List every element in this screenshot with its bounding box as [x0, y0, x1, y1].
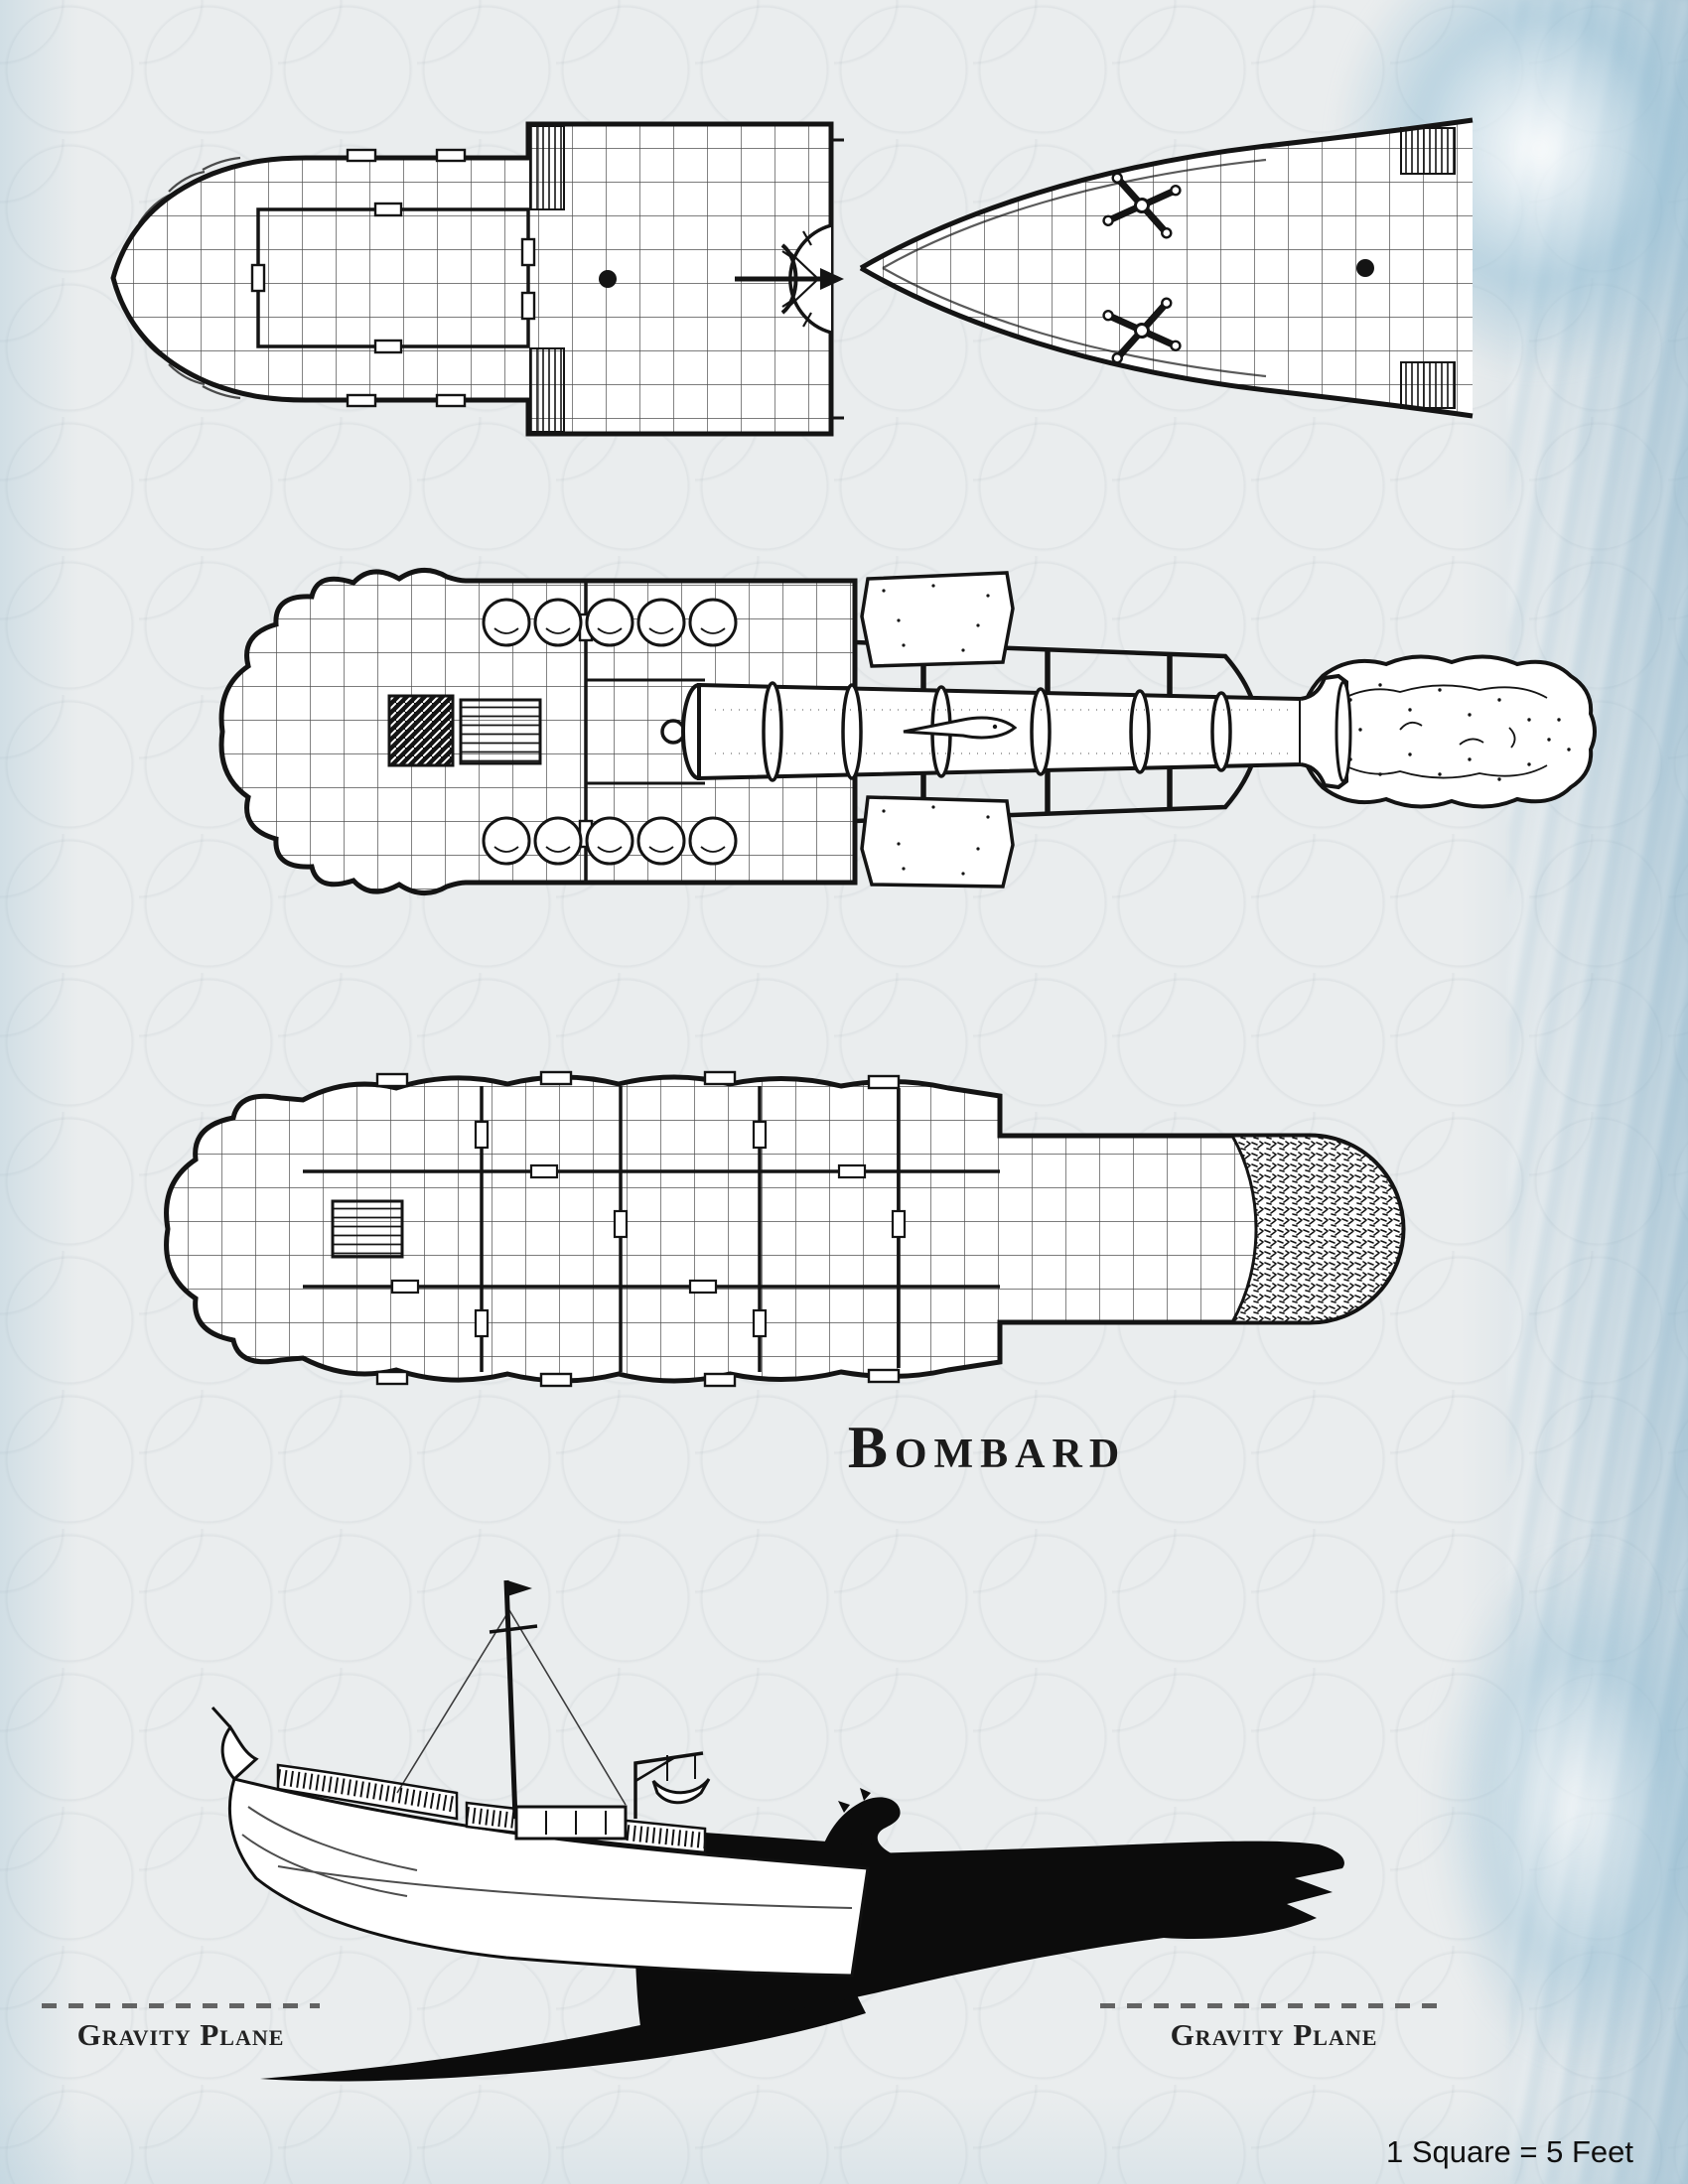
bombard-cannon	[660, 673, 1352, 790]
companionway-hatch	[387, 694, 542, 767]
deckhouse	[514, 1805, 628, 1841]
mount-slab-bottom	[860, 795, 1015, 888]
aft-upper-deck-plan	[110, 121, 844, 437]
cabin-walls	[250, 202, 536, 354]
lower-deck-plan	[164, 1070, 1406, 1388]
windlass-bottom	[1102, 297, 1182, 364]
cannonballs	[482, 598, 738, 866]
cannon-housing-tip	[1229, 1134, 1405, 1324]
side-profile-silhouette	[211, 1579, 1344, 2082]
mast-and-rigging	[396, 1579, 627, 1820]
ballista-mount	[735, 223, 844, 335]
deck-hull	[110, 121, 834, 437]
gravity-plane-label-left: Gravity Plane	[76, 2017, 285, 2052]
forecastle-deck-plan	[859, 117, 1474, 419]
right-edge-marble-streaks	[1509, 0, 1688, 2184]
map-scale-note: 1 Square = 5 Feet	[1385, 2134, 1633, 2169]
right-edge-watercolor-tint	[1460, 0, 1688, 2184]
gravity-plane-dash-left	[42, 2003, 320, 2008]
hanging-boat	[651, 1778, 711, 1805]
barrel-ornament	[903, 716, 1018, 740]
left-edge-tint	[0, 0, 79, 2184]
mast-dot	[599, 270, 617, 288]
bottom-right-swirl-tint	[1430, 1549, 1688, 2065]
ship-name-title: Bombard	[847, 1415, 1127, 1480]
cannon-blast-flame	[1296, 654, 1597, 809]
pennant-flag	[507, 1580, 532, 1596]
deck-hull	[164, 1074, 1406, 1384]
gun-deck-plan-with-firing-cannon	[218, 568, 1597, 895]
side-pods	[346, 148, 467, 408]
aft-planking	[529, 125, 565, 433]
doors	[390, 1120, 907, 1338]
white-forward-superstructure	[211, 1706, 870, 1978]
mount-slab-top	[860, 571, 1015, 668]
davit-crane-with-boat	[633, 1751, 711, 1819]
deck-hull	[859, 117, 1474, 419]
gravity-plane-label-right: Gravity Plane	[1170, 2017, 1378, 2052]
deck-continuation-lines	[831, 138, 844, 420]
gravity-plane-dash-right	[1100, 2003, 1448, 2008]
mast-dot	[1356, 259, 1374, 277]
prow-fin	[220, 1724, 259, 1782]
cargo-pods	[375, 1070, 901, 1388]
forward-planking	[1400, 127, 1456, 409]
windlass-top	[1102, 172, 1182, 239]
